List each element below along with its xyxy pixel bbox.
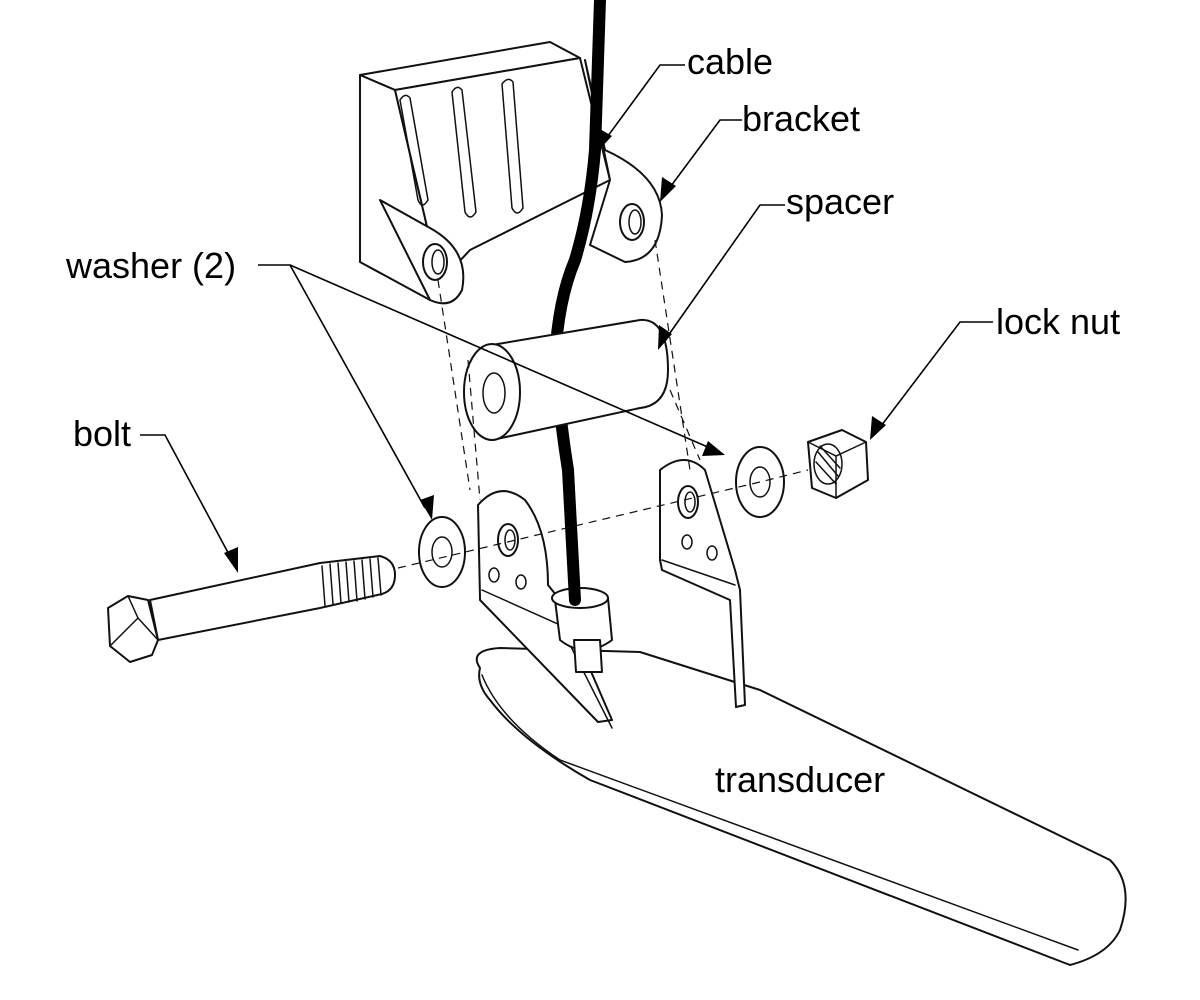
- label-washer: washer (2): [65, 245, 236, 286]
- label-lock-nut: lock nut: [996, 301, 1120, 342]
- leader-cable: [597, 64, 685, 152]
- label-bolt: bolt: [73, 413, 131, 454]
- leader-washer: [258, 264, 725, 520]
- bolt: [107, 555, 396, 663]
- leader-spacer: [658, 204, 785, 350]
- bracket-hole-left: [422, 243, 448, 281]
- leader-bolt: [140, 434, 238, 573]
- label-transducer: transducer: [715, 759, 885, 800]
- leader-lock-nut: [870, 321, 993, 440]
- label-cable: cable: [687, 41, 773, 82]
- label-bracket: bracket: [742, 98, 860, 139]
- bracket-hole-right: [619, 203, 645, 241]
- spacer: [463, 318, 669, 441]
- bracket: [359, 41, 663, 305]
- washer-left: [418, 516, 466, 588]
- lock-nut: [807, 429, 869, 499]
- label-spacer: spacer: [786, 181, 894, 222]
- washer-right: [735, 446, 785, 518]
- leader-bracket: [660, 119, 742, 202]
- transducer: [475, 459, 1127, 966]
- assembly-centerlines: [397, 239, 809, 569]
